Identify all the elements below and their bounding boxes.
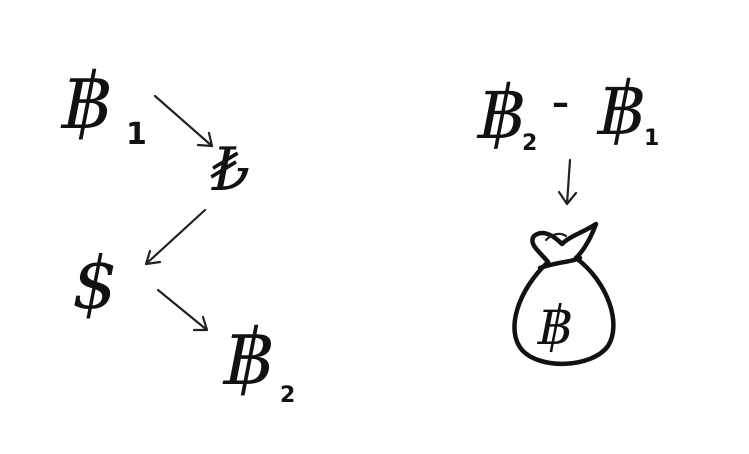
formula-operator: – bbox=[552, 83, 569, 123]
currency-node-baht-1: ฿ 1 bbox=[60, 57, 147, 152]
formula-term-baht-1: ฿ 1 bbox=[596, 66, 659, 152]
arrow-icon bbox=[557, 158, 578, 206]
bag-baht-symbol: ฿ bbox=[536, 294, 572, 357]
currency-node-baht-2: ฿ 2 bbox=[222, 313, 295, 408]
formula-baht-1-subscript: 1 bbox=[644, 126, 659, 151]
formula-baht-2-symbol: ฿ bbox=[476, 70, 525, 156]
currency-node-dollar: $ bbox=[72, 241, 118, 325]
baht-1-subscript: 1 bbox=[126, 117, 147, 152]
formula-baht-1-symbol: ฿ bbox=[596, 66, 645, 152]
baht-2-subscript: 2 bbox=[280, 383, 295, 408]
minus-sign: – bbox=[552, 83, 569, 123]
currency-node-lira: ₺ bbox=[210, 135, 250, 205]
formula-term-baht-2: ฿ 2 bbox=[476, 70, 537, 156]
dollar-symbol: $ bbox=[72, 241, 118, 325]
arrow-icon bbox=[156, 288, 209, 332]
baht-2-symbol: ฿ bbox=[222, 313, 274, 403]
baht-1-symbol: ฿ bbox=[60, 57, 112, 147]
formula-baht-2-subscript: 2 bbox=[522, 131, 537, 156]
arrow-icon bbox=[153, 94, 214, 148]
arrow-icon bbox=[144, 208, 207, 266]
money-bag-icon: ฿ bbox=[512, 221, 616, 367]
lira-symbol: ₺ bbox=[210, 135, 250, 205]
